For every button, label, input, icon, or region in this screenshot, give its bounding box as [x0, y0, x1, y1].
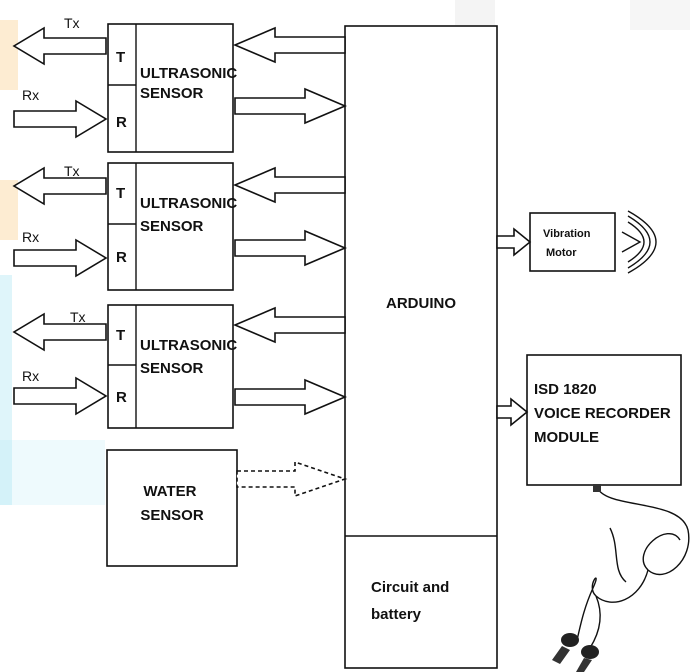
sensor-1-tx-label: Tx [64, 15, 80, 31]
sensor-3-echo-arrow [235, 380, 345, 414]
arduino-outline [345, 26, 497, 668]
voice-recorder-module: ISD 1820 VOICE RECORDER MODULE [527, 355, 681, 485]
earphones-icon [552, 484, 689, 672]
vibration-motor: Vibration Motor [530, 211, 656, 273]
sensor-2-name-line-2: SENSOR [140, 218, 204, 235]
vibration-motor-block [530, 213, 615, 271]
sensor-3-tx-arrow [14, 314, 106, 350]
vibration-motor-arrow [497, 229, 530, 255]
sensor-2-name-line-1: ULTRASONIC [140, 195, 237, 212]
sensor-3-t-label: T [116, 327, 125, 344]
ultrasonic-sensor-1: T R ULTRASONIC SENSOR Tx Rx [22, 15, 241, 152]
sensor-2-echo-arrow [235, 231, 345, 265]
sensor-1-t-label: T [116, 49, 125, 66]
sensor-1-name-line-1: ULTRASONIC [140, 65, 237, 82]
vibration-motor-line-1: Vibration [543, 228, 591, 240]
sensor-2-trigger-arrow [235, 168, 345, 202]
vibration-motor-line-2: Motor [546, 247, 577, 259]
voice-module-label: ISD 1820 VOICE RECORDER MODULE [534, 381, 675, 446]
earbud-left [561, 633, 579, 647]
sensor-2-rx-label: Rx [22, 229, 39, 245]
sensor-3-rx-label: Rx [22, 368, 39, 384]
water-sensor: WATER SENSOR [107, 450, 237, 566]
sensor-1-tx-arrow [14, 28, 106, 64]
sensor-2-name: ULTRASONIC SENSOR [140, 195, 241, 235]
earbud-right [581, 645, 599, 659]
sensor-3-name-line-2: SENSOR [140, 360, 204, 377]
sensor-1-rx-arrow [14, 101, 106, 137]
sensor-2-r-label: R [116, 249, 127, 266]
voice-module-line-3: MODULE [534, 429, 599, 446]
power-label-line-2: battery [371, 606, 422, 623]
sensor-1-name: ULTRASONIC SENSOR [140, 65, 241, 102]
water-sensor-line-2: SENSOR [140, 507, 204, 524]
sensor-1-trigger-arrow [235, 28, 345, 62]
sensor-3-trigger-arrow [235, 308, 345, 342]
sensor-2-rx-arrow [14, 240, 106, 276]
sensor-2-tx-label: Tx [64, 163, 80, 179]
sensor-3-r-label: R [116, 389, 127, 406]
sensor-2-tx-arrow [14, 168, 106, 204]
voice-module-line-1: ISD 1820 [534, 381, 597, 398]
water-sensor-line-1: WATER [143, 483, 196, 500]
sensor-3-name-line-1: ULTRASONIC [140, 337, 237, 354]
sensor-1-r-label: R [116, 114, 127, 131]
voice-module-line-2: VOICE RECORDER [534, 405, 671, 422]
sensor-1-rx-label: Rx [22, 87, 39, 103]
sensor-3-name: ULTRASONIC SENSOR [140, 337, 241, 377]
sensor-1-name-line-2: SENSOR [140, 85, 204, 102]
voice-module-arrow [497, 399, 527, 425]
arduino-label: ARDUINO [386, 295, 456, 312]
sensor-2-t-label: T [116, 185, 125, 202]
water-sensor-label: WATER SENSOR [140, 483, 204, 524]
arduino-block: ARDUINO Circuit and battery [345, 26, 497, 668]
power-label: Circuit and battery [371, 579, 454, 623]
vibration-waves-icon [622, 211, 656, 273]
power-label-line-1: Circuit and [371, 579, 449, 596]
water-sensor-arrow [237, 462, 345, 496]
earphone-plug [593, 484, 601, 492]
signal-arrows [14, 28, 530, 496]
sensor-3-tx-label: Tx [70, 309, 86, 325]
vibration-motor-label: Vibration Motor [543, 228, 594, 259]
sensor-1-echo-arrow [235, 89, 345, 123]
